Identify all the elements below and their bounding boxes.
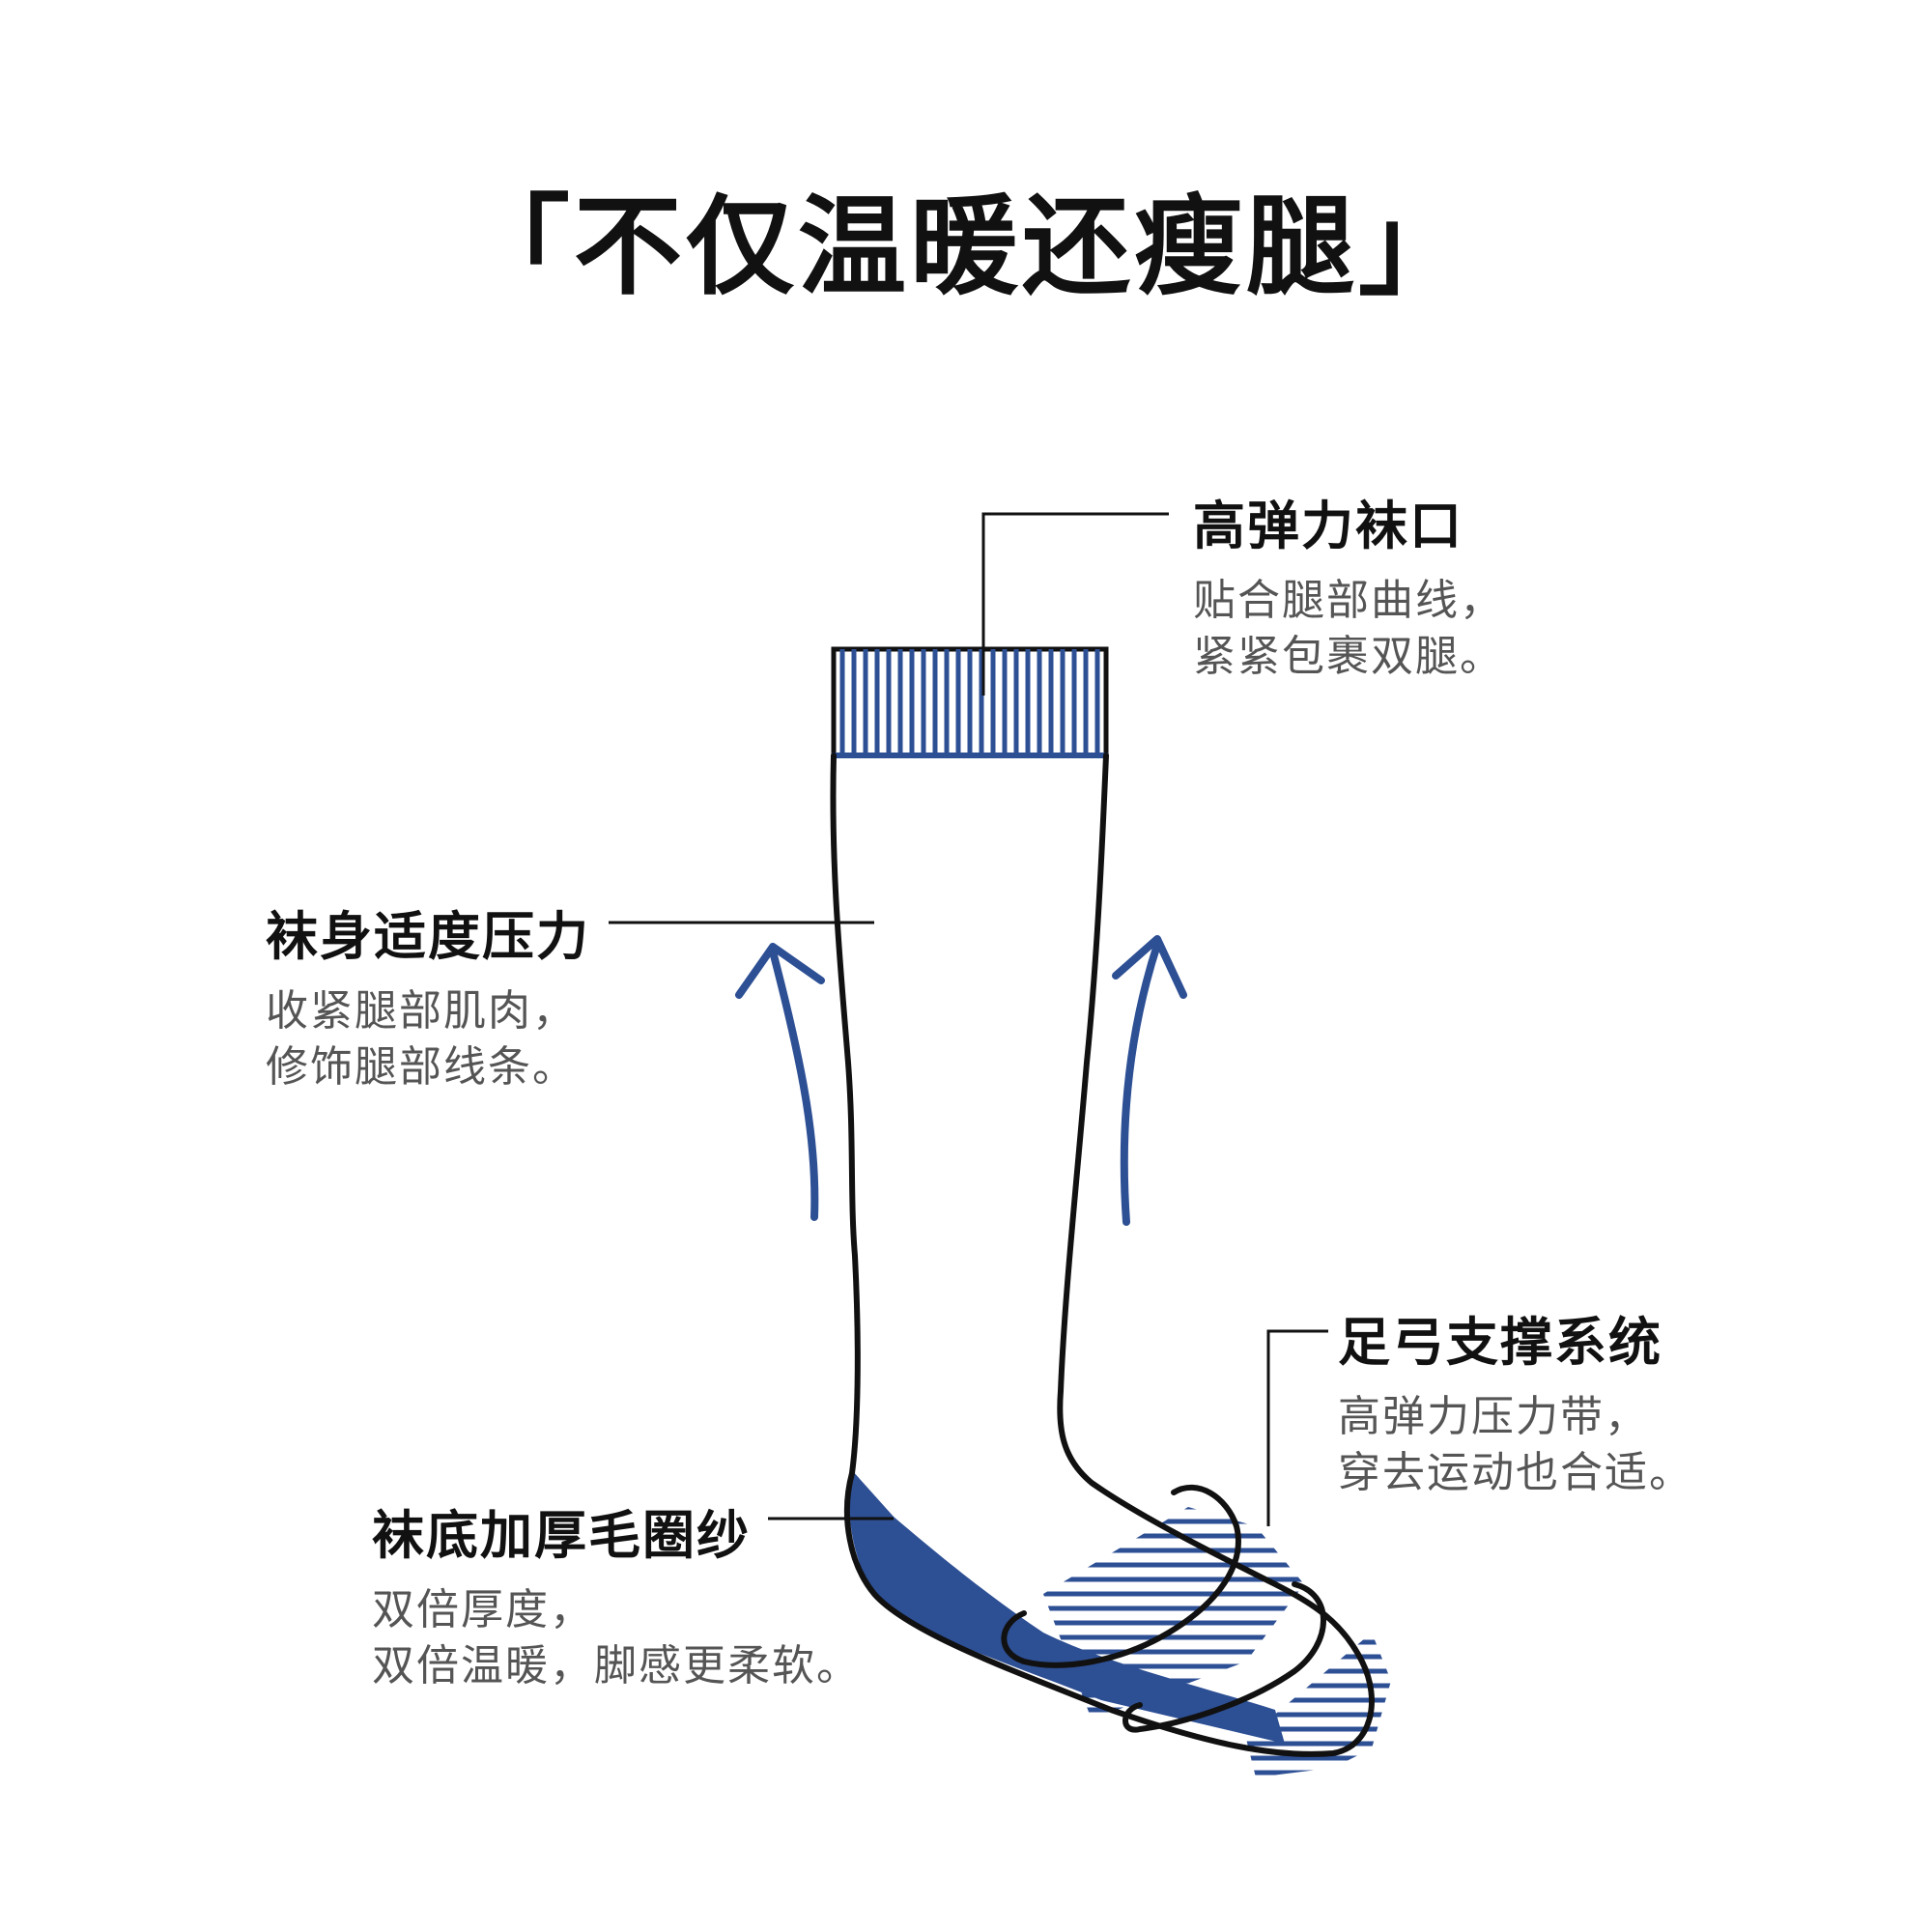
callout-cuff: 高弹力袜口 贴合腿部曲线， 紧紧包裹双腿。 [1193,483,1504,685]
callout-body: 袜身适度压力 收紧腿部肌肉， 修饰腿部线条。 [266,894,590,1095]
callout-body-line: 修饰腿部线条。 [266,1042,577,1092]
callout-sole-line: 双倍温暖，脚感更柔软。 [372,1641,861,1690]
leader-line-cuff [981,512,1169,696]
arch-band-outline-2 [1122,1581,1326,1733]
callout-arch-line: 高弹力压力带， [1338,1392,1649,1441]
callout-body-desc: 收紧腿部肌肉， 修饰腿部线条。 [266,983,590,1095]
arrow-up-right-head [1112,935,1187,999]
arrow-up-right-icon [1120,941,1161,1226]
callout-body-line: 收紧腿部肌肉， [266,986,577,1036]
callout-arch-line: 穿去运动也合适。 [1338,1448,1693,1497]
arrow-up-left-icon [769,948,819,1221]
callout-cuff-heading: 高弹力袜口 [1193,496,1463,556]
callout-arch-heading: 足弓支撑系统 [1338,1312,1662,1373]
callout-cuff-line: 紧紧包裹双腿。 [1193,632,1504,681]
cuff-ribbing [831,646,1109,758]
callout-sole: 袜底加厚毛圈纱 双倍厚度， 双倍温暖，脚感更柔软。 [372,1492,861,1694]
page-title: 「不仅温暖还瘦腿」 [462,185,1470,310]
arch-band-outline [1001,1485,1241,1668]
sock-outline [830,753,1375,1757]
callout-cuff-desc: 贴合腿部曲线， 紧紧包裹双腿。 [1193,573,1504,685]
callout-arch: 足弓支撑系统 高弹力压力带， 穿去运动也合适。 [1338,1299,1693,1501]
callout-body-heading: 袜身适度压力 [266,906,590,967]
callout-arch-desc: 高弹力压力带， 穿去运动也合适。 [1338,1389,1693,1501]
callout-sole-desc: 双倍厚度， 双倍温暖，脚感更柔软。 [372,1582,861,1694]
callout-sole-line: 双倍厚度， [372,1585,594,1634]
arrow-up-left-head [735,943,825,999]
leader-line-arch [1266,1329,1328,1526]
callout-cuff-line: 贴合腿部曲线， [1193,576,1504,625]
callout-sole-heading: 袜底加厚毛圈纱 [372,1505,751,1566]
sole-fill [849,1470,1285,1744]
